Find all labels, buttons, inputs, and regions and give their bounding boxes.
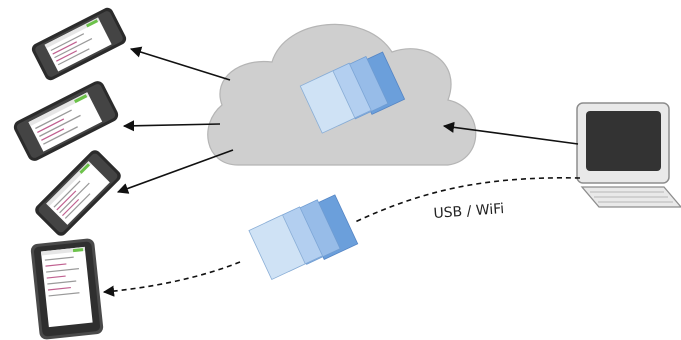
tablet-icon xyxy=(30,238,104,340)
arrow-cloud-to-phone-3 xyxy=(116,149,234,194)
documents-icon xyxy=(248,194,359,281)
smartphone-icon xyxy=(31,7,127,81)
documents-icon xyxy=(299,51,406,134)
dashed-connection-computer-to-tablet xyxy=(354,177,581,223)
dashed-connection-documents-to-tablet xyxy=(102,261,241,297)
smartphone-icon xyxy=(35,150,121,236)
smartphone-icon xyxy=(13,81,119,161)
arrow-computer-to-cloud xyxy=(442,121,579,145)
arrow-cloud-to-phone-2 xyxy=(122,120,221,132)
desktop-computer-icon xyxy=(576,102,681,208)
arrow-cloud-to-phone-1 xyxy=(129,46,231,81)
